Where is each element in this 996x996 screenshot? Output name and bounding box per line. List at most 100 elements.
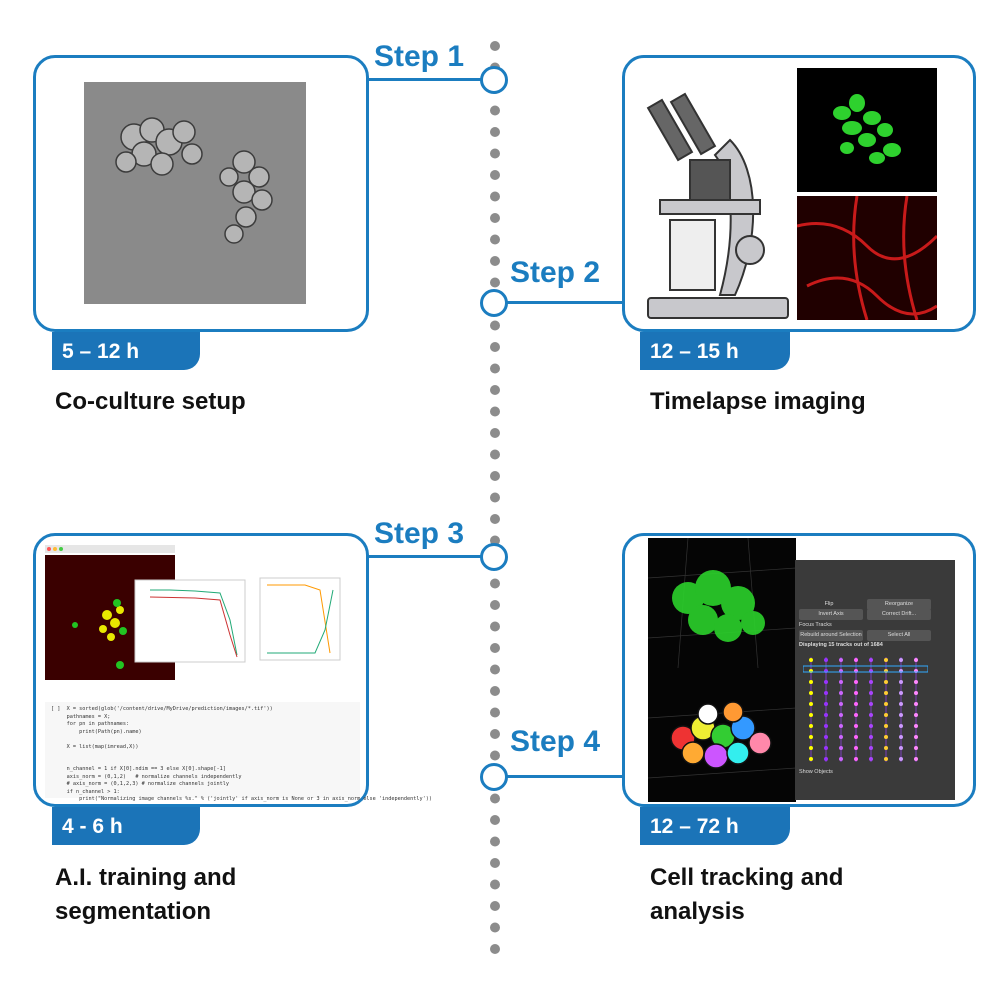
code-line: [ ] X = sorted(glob('/content/drive/MyDr… [51, 706, 273, 712]
correct-drift-button[interactable]: Correct Drift... [867, 609, 931, 620]
tracks-count-text: Displaying 15 tracks out of 1684 [799, 642, 883, 648]
timeline-dot [490, 127, 500, 137]
timeline-dot [490, 428, 500, 438]
timeline-dot [490, 621, 500, 632]
code-line [51, 736, 354, 744]
track-point [824, 757, 828, 761]
green-fluorescence-image [797, 68, 937, 192]
track-point [839, 735, 843, 739]
track-point [839, 757, 843, 761]
track-point [914, 658, 918, 662]
track-point [809, 735, 813, 739]
timeline-dot [490, 600, 500, 610]
track-point [914, 746, 918, 750]
timeline-dot [490, 320, 500, 331]
code-line: print("Normalizing image channels %s." %… [51, 796, 433, 802]
step-4-label: Step 4 [510, 725, 601, 758]
timeline-dot [490, 363, 500, 374]
rebuild-selection-button[interactable]: Rebuild around Selection [799, 630, 863, 641]
timeline-dot [490, 815, 500, 825]
timeline-dot [490, 170, 500, 180]
track-point [884, 757, 888, 761]
step-2-duration-badge: 12 – 15 h [640, 332, 790, 370]
track-point [839, 746, 843, 750]
track-point [914, 713, 918, 717]
code-line: pathnames = X; [51, 713, 111, 720]
invert-axis-button[interactable]: Invert Axis [799, 609, 863, 620]
timeline-dot [490, 148, 500, 159]
track-point [854, 680, 858, 684]
timeline-dot [490, 879, 500, 890]
track-point [869, 757, 873, 761]
track-point [884, 702, 888, 706]
track-point [824, 702, 828, 706]
track-point [899, 691, 903, 695]
track-point [914, 691, 918, 695]
timeline-dot [490, 944, 500, 954]
timeline-dot [490, 471, 500, 481]
timeline-dot [490, 643, 500, 653]
track-point [824, 724, 828, 728]
track-point [899, 735, 903, 739]
timeline-dot [490, 41, 500, 51]
track-point [869, 691, 873, 695]
track-point [854, 691, 858, 695]
flip-button[interactable]: Flip [824, 601, 834, 607]
track-point [824, 680, 828, 684]
timeline-dot [490, 858, 500, 868]
track-point [824, 691, 828, 695]
code-line: n_channel = 1 if X[0].ndim == 3 else X[0… [51, 766, 226, 772]
track-point [869, 702, 873, 706]
caption-line: analysis [650, 898, 745, 925]
track-point [914, 757, 918, 761]
timeline-dot [490, 449, 500, 460]
track-point [839, 658, 843, 662]
timeline-dot [490, 342, 500, 352]
focus-tracks-checkbox[interactable]: Focus Tracks [799, 622, 832, 628]
track-point [869, 713, 873, 717]
step-1-duration-badge: 5 – 12 h [52, 332, 200, 370]
select-all-button[interactable]: Select All [867, 630, 931, 641]
timeline-dot [490, 514, 500, 524]
track-point [824, 713, 828, 717]
microscope-illustration [646, 92, 789, 319]
track-point [839, 680, 843, 684]
timeline-dot [490, 277, 500, 288]
track-point [839, 724, 843, 728]
timeline-dot [490, 750, 500, 761]
timeline-dotted-line [490, 41, 500, 954]
track-point [899, 713, 903, 717]
connector-step-3 [366, 555, 482, 558]
timeline-node-1 [480, 66, 508, 94]
track-lanes [803, 657, 928, 762]
track-point [869, 735, 873, 739]
track-point [854, 713, 858, 717]
track-point [869, 680, 873, 684]
track-point [914, 702, 918, 706]
track-point [854, 757, 858, 761]
step-3-label: Step 3 [374, 517, 465, 550]
timeline-dot [490, 105, 500, 116]
code-line: axis_norm = (0,1,2) # normalize channels… [51, 773, 242, 780]
track-point [899, 757, 903, 761]
track-point [824, 746, 828, 750]
track-point [884, 713, 888, 717]
reorganize-button[interactable]: Reorganize [867, 599, 931, 610]
track-point [869, 746, 873, 750]
coculture-brightfield-image [84, 82, 306, 304]
code-line: X = list(map(imread,X)) [51, 743, 139, 750]
timeline-dot [490, 793, 500, 804]
track-point [899, 746, 903, 750]
caption-line: segmentation [55, 898, 212, 925]
timeline-dot [490, 492, 500, 503]
timeline-dot [490, 686, 500, 696]
connector-step-2 [507, 301, 624, 304]
timeline-dot [490, 707, 500, 718]
track-point [809, 680, 813, 684]
track-point [824, 658, 828, 662]
track-point [854, 702, 858, 706]
track-point [839, 691, 843, 695]
track-point [854, 658, 858, 662]
show-objects-checkbox[interactable]: Show Objects [799, 769, 833, 775]
